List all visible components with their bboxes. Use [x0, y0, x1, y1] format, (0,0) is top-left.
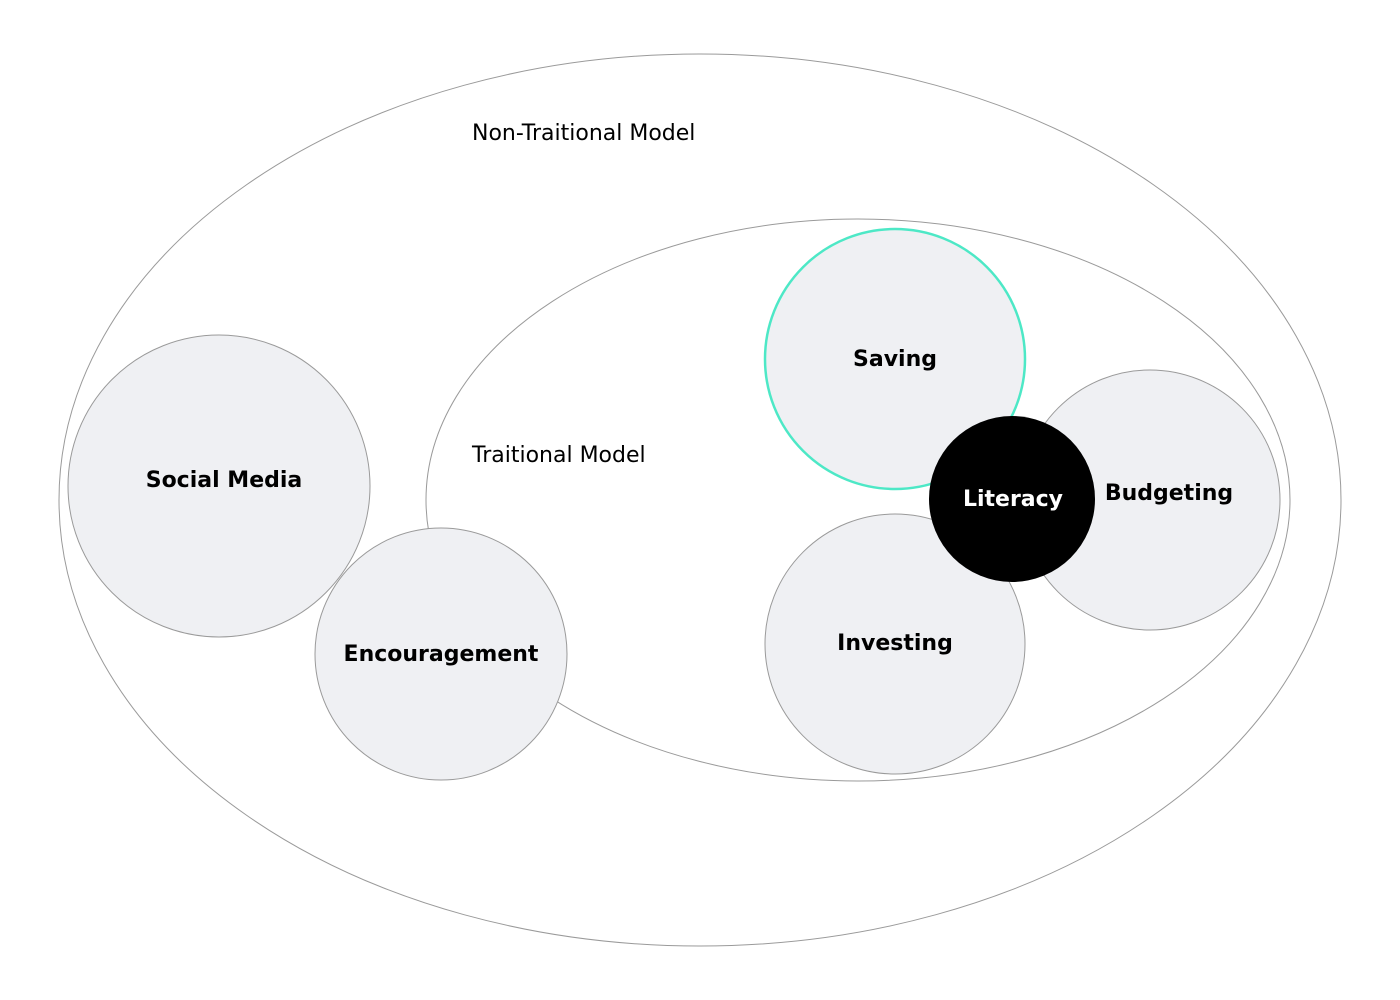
traditional-model-region	[425, 218, 1291, 782]
investing-label: Investing	[837, 631, 953, 656]
literacy-label: Literacy	[963, 487, 1063, 512]
non-traditional-model-label: Non-Traitional Model	[472, 121, 695, 146]
saving-label: Saving	[853, 347, 937, 372]
literacy-circle	[929, 416, 1095, 582]
encouragement-label: Encouragement	[344, 642, 539, 667]
non-traditional-model-region	[58, 53, 1342, 947]
traditional-model-label: Traitional Model	[471, 443, 646, 468]
social-media-circle	[67, 334, 371, 638]
encouragement-circle	[314, 527, 568, 781]
social-media-label: Social Media	[146, 468, 303, 493]
budgeting-label: Budgeting	[1105, 481, 1233, 506]
investing-circle	[764, 513, 1026, 775]
saving-circle	[763, 227, 1027, 491]
